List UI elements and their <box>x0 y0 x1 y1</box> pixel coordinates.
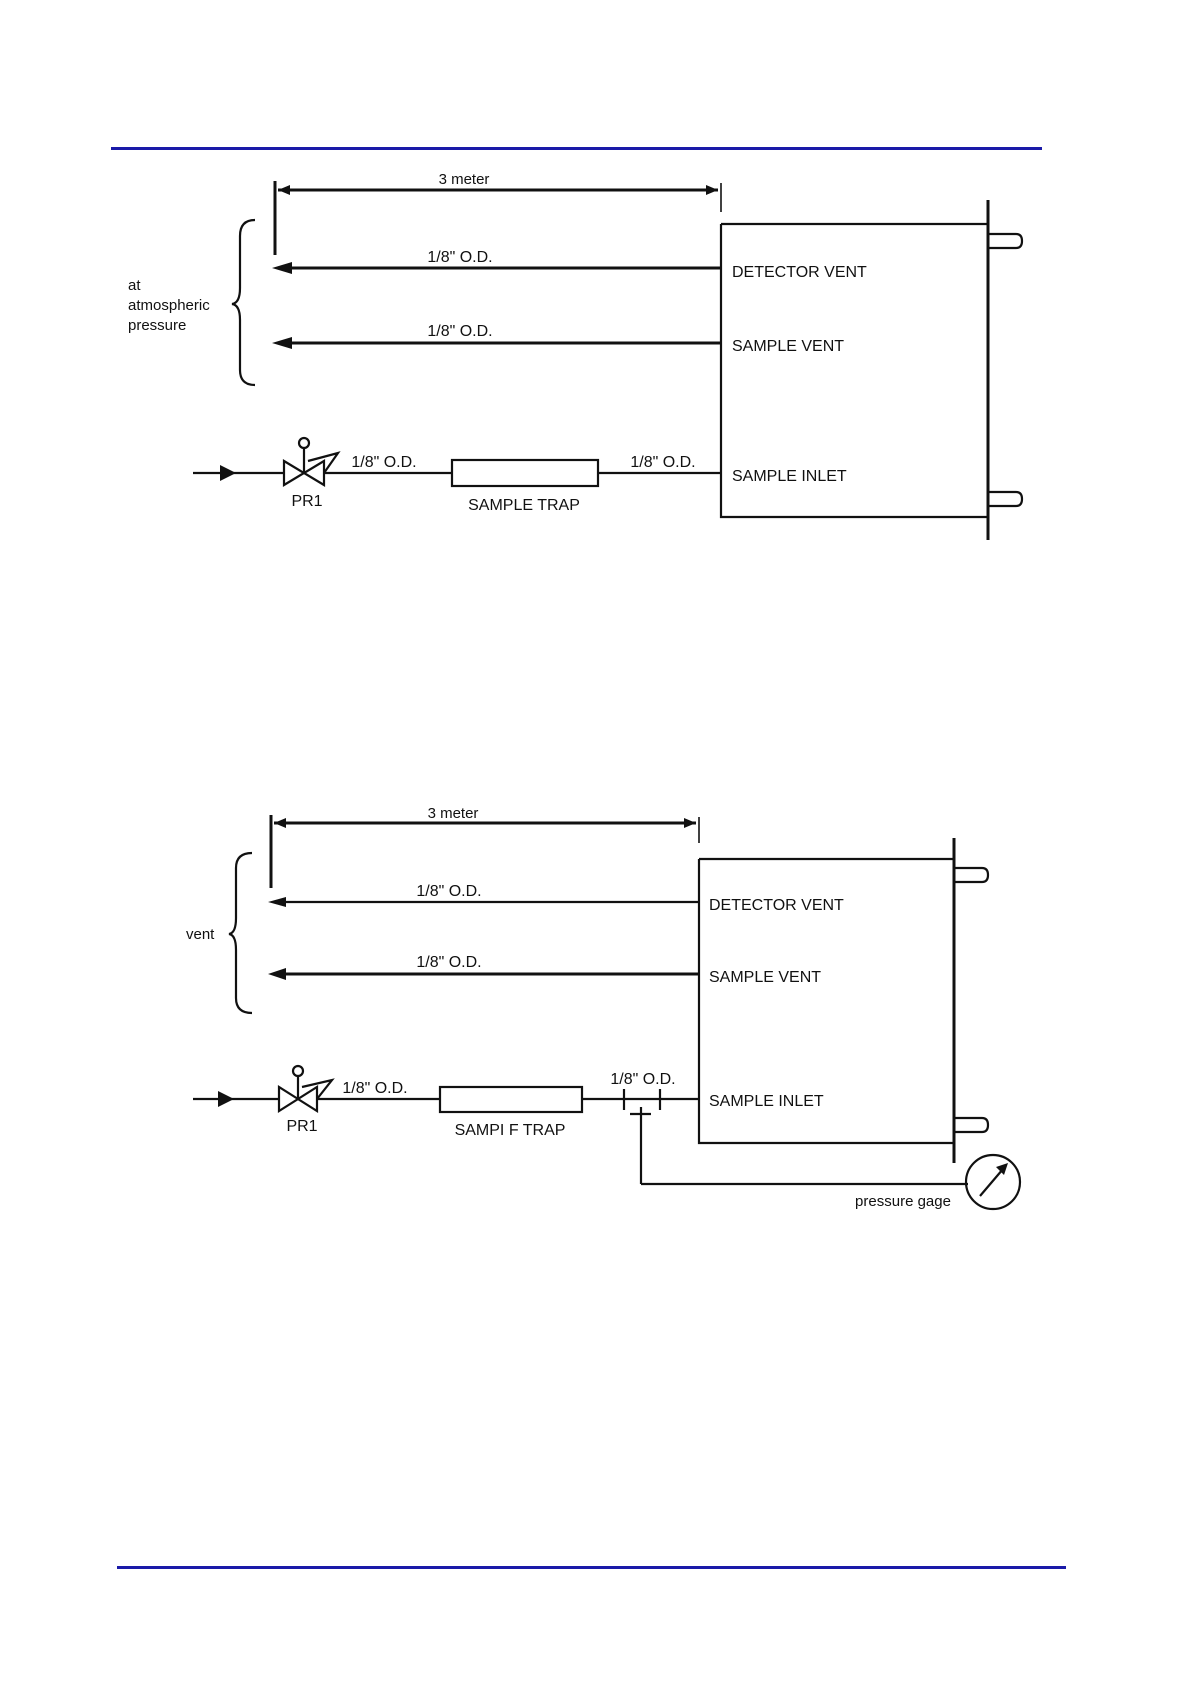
detector-vent-line-2: 1/8" O.D. <box>268 883 699 907</box>
diagram-2: 3 meter vent 1/8" O.D. 1/8" O.D. DETECTO… <box>186 805 1020 1210</box>
dimension-3-meter: 3 meter <box>275 171 721 255</box>
group-label-line-1: at <box>128 277 141 294</box>
inlet-line-1-label-2: 1/8" O.D. <box>342 1080 407 1097</box>
sample-vent-line-2: 1/8" O.D. <box>268 954 699 980</box>
valve-label: PR1 <box>291 493 322 510</box>
inlet-line-1-label: 1/8" O.D. <box>351 454 416 471</box>
diagram-1: 3 meter at atmospheric pressure 1/8" O.D… <box>128 171 1022 540</box>
instrument-box-2: DETECTOR VENT SAMPLE VENT SAMPLE INLET <box>699 838 988 1163</box>
port-label-sample-vent-2: SAMPLE VENT <box>709 969 821 986</box>
group-label: vent <box>186 926 215 943</box>
sample-trap <box>452 460 598 486</box>
group-label-line-3: pressure <box>128 317 186 334</box>
gauge-label: pressure gage <box>855 1193 951 1210</box>
distance-label-2: 3 meter <box>428 805 479 822</box>
instrument-box: DETECTOR VENT SAMPLE VENT SAMPLE INLET <box>721 200 1022 540</box>
dimension-3-meter-2: 3 meter <box>271 805 699 888</box>
trap-label: SAMPLE TRAP <box>468 497 580 514</box>
vent-line-2-label: 1/8" O.D. <box>427 323 492 340</box>
sample-inlet-line-2: PR1 1/8" O.D. SAMPI F TRAP 1/8" O.D. <box>193 1066 1020 1210</box>
inlet-line-2-label-2: 1/8" O.D. <box>610 1071 675 1088</box>
detector-vent-line: 1/8" O.D. <box>272 249 721 274</box>
port-label-detector-vent: DETECTOR VENT <box>732 264 867 281</box>
inlet-line-2-label: 1/8" O.D. <box>630 454 695 471</box>
flow-arrow-icon-2 <box>218 1091 234 1107</box>
trap-label-2: SAMPI F TRAP <box>455 1122 566 1139</box>
valve-label-2: PR1 <box>286 1118 317 1135</box>
pressure-regulator-valve-icon-2: PR1 <box>279 1066 332 1135</box>
vent-line-1-label: 1/8" O.D. <box>427 249 492 266</box>
port-label-detector-vent-2: DETECTOR VENT <box>709 897 844 914</box>
group-label-line-2: atmospheric <box>128 297 210 314</box>
sample-inlet-line: PR1 1/8" O.D. SAMPLE TRAP 1/8" O.D. <box>193 438 721 514</box>
sample-vent-line: 1/8" O.D. <box>272 323 721 349</box>
sample-trap-2 <box>440 1087 582 1112</box>
port-label-sample-inlet-2: SAMPLE INLET <box>709 1093 824 1110</box>
distance-label: 3 meter <box>439 171 490 188</box>
port-label-sample-vent: SAMPLE VENT <box>732 338 844 355</box>
port-label-sample-inlet: SAMPLE INLET <box>732 468 847 485</box>
vent-line-1-label-2: 1/8" O.D. <box>416 883 481 900</box>
flow-arrow-icon <box>220 465 236 481</box>
vent-brace: vent <box>186 853 252 1013</box>
atmospheric-brace: at atmospheric pressure <box>128 220 255 385</box>
vent-line-2-label-2: 1/8" O.D. <box>416 954 481 971</box>
pressure-gauge-icon <box>966 1155 1020 1209</box>
